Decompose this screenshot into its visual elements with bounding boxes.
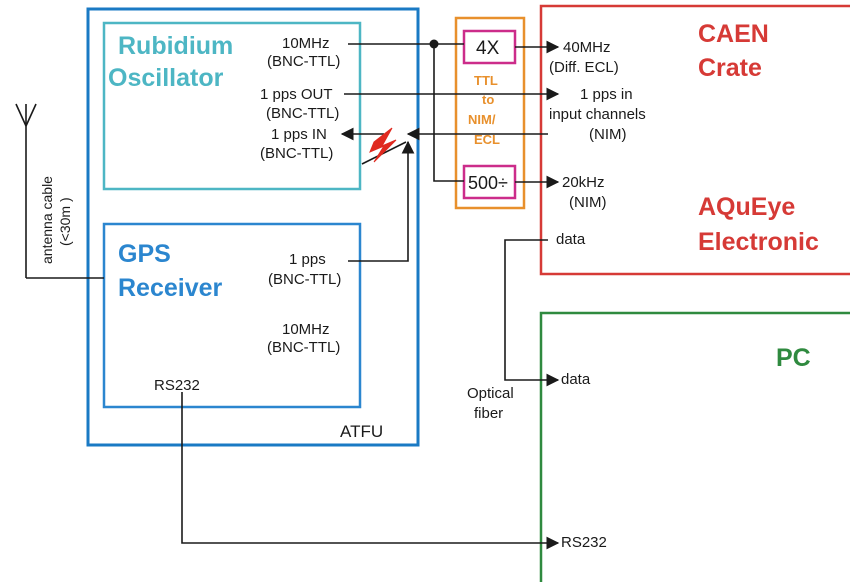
gps-title-1: GPS <box>118 240 171 268</box>
rb-1pps-in-type: (BNC-TTL) <box>260 145 333 162</box>
caen-box <box>539 4 850 276</box>
rb-10mhz-type: (BNC-TTL) <box>267 53 340 70</box>
conn-rs232 <box>181 392 560 550</box>
rubidium-box <box>102 21 362 191</box>
caen-data-label: data <box>556 231 586 248</box>
pc-rs232-label: RS232 <box>561 534 607 551</box>
converter-text-4: ECL <box>474 132 500 147</box>
pc-title: PC <box>776 344 811 372</box>
caen-1pps-label-2: input channels <box>549 106 646 123</box>
gps-1pps-label: 1 pps <box>289 251 326 268</box>
multiplier-box <box>462 29 517 65</box>
pc-box <box>539 311 850 582</box>
divider-box <box>462 164 517 200</box>
rb-1pps-out-label: 1 pps OUT <box>260 86 333 103</box>
converter-text-2: to <box>482 92 494 107</box>
gps-10mhz-type: (BNC-TTL) <box>267 339 340 356</box>
switch-icon <box>361 127 407 165</box>
gps-1pps-type: (BNC-TTL) <box>268 271 341 288</box>
caen-1pps-label-3: (NIM) <box>589 126 627 143</box>
rb-1pps-in-label: 1 pps IN <box>271 126 327 143</box>
divider-label: 500÷ <box>468 173 508 193</box>
rubidium-title-1: Rubidium <box>118 32 233 60</box>
antenna-label-1: antenna cable <box>39 176 55 264</box>
conn-to-divider <box>433 44 464 182</box>
caen-20khz-type: (NIM) <box>569 194 607 211</box>
caen-40mhz-type: (Diff. ECL) <box>549 59 619 76</box>
rubidium-title-2: Oscillator <box>108 64 224 92</box>
caen-title-4: Electronic <box>698 228 819 256</box>
fiber-label-2: fiber <box>474 405 503 422</box>
gps-title-2: Receiver <box>118 274 223 302</box>
conn-optical-fiber <box>504 239 560 387</box>
caen-1pps-label-1: 1 pps in <box>580 86 633 103</box>
pc-data-label: data <box>561 371 591 388</box>
gps-box <box>102 222 362 409</box>
multiplier-label: 4X <box>476 38 500 59</box>
atfu-label: ATFU <box>340 422 383 441</box>
gps-rs232-label: RS232 <box>154 377 200 394</box>
converter-text-3: NIM/ <box>468 112 496 127</box>
caen-title-1: CAEN <box>698 20 769 48</box>
fiber-label-1: Optical <box>467 385 514 402</box>
atfu-box <box>86 7 420 447</box>
converter-text-1: TTL <box>474 73 498 88</box>
converter-box <box>454 16 526 210</box>
caen-40mhz-label: 40MHz <box>563 39 611 56</box>
antenna-label-2: (<30m ) <box>57 197 73 246</box>
rb-1pps-out-type: (BNC-TTL) <box>266 105 339 122</box>
rb-10mhz-label: 10MHz <box>282 35 330 52</box>
conn-gps-1pps <box>348 140 415 262</box>
caen-20khz-label: 20kHz <box>562 174 605 191</box>
caen-title-3: AQuEye <box>698 193 795 221</box>
caen-title-2: Crate <box>698 54 762 82</box>
antenna-icon <box>15 103 104 279</box>
gps-10mhz-label: 10MHz <box>282 321 330 338</box>
